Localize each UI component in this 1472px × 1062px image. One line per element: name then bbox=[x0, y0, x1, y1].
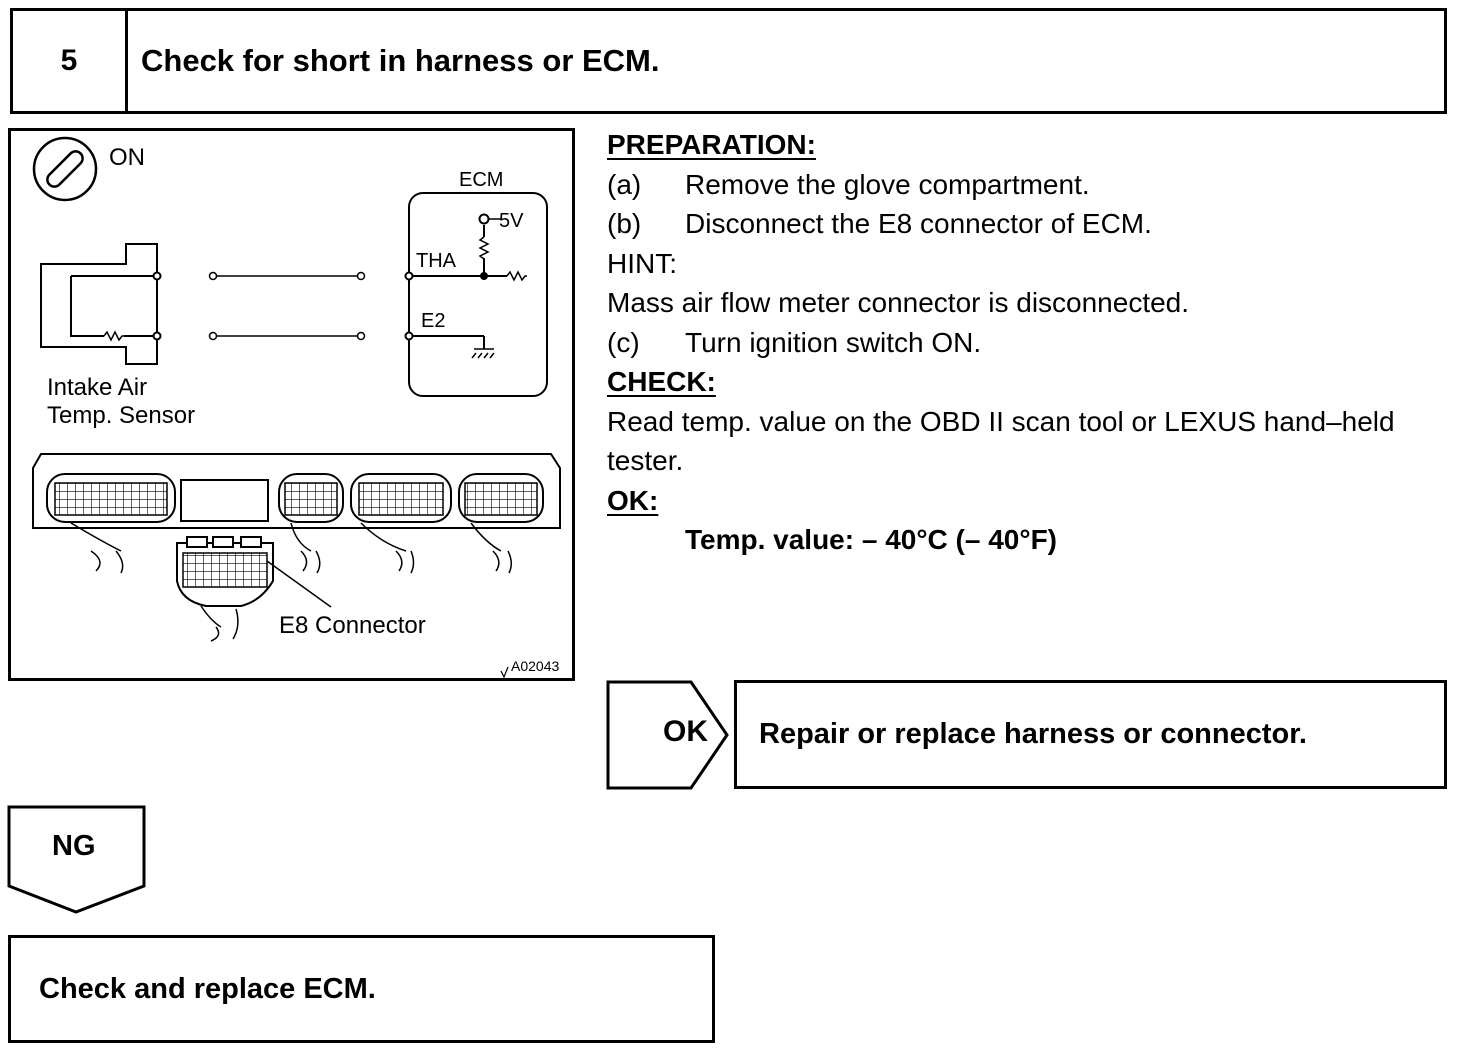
sensor-label-line1: Intake Air bbox=[47, 374, 147, 401]
ignition-key-icon bbox=[32, 136, 98, 202]
step-a-label: (a) bbox=[607, 168, 642, 200]
sensor-label-line2: Temp. Sensor bbox=[47, 402, 195, 429]
wiring-diagram: ON bbox=[8, 128, 575, 681]
preparation-heading: PREPARATION: bbox=[607, 129, 816, 160]
ng-action-text: Check and replace ECM. bbox=[39, 972, 376, 1005]
step-c-text: Turn ignition switch ON. bbox=[685, 326, 982, 358]
ecm-connector-block bbox=[32, 453, 561, 642]
ng-arrow-tag bbox=[7, 805, 146, 914]
check-text: Read temp. value on the OBD II scan tool… bbox=[607, 405, 1395, 477]
check-heading: CHECK: bbox=[607, 366, 716, 397]
ok-arrow-tag bbox=[606, 680, 729, 790]
ok-action-box: Repair or replace harness or connector. bbox=[734, 680, 1447, 789]
ok-heading: OK: bbox=[607, 484, 659, 516]
ignition-on-label: ON bbox=[109, 144, 145, 171]
step-title: Check for short in harness or ECM. bbox=[141, 43, 660, 78]
step-b-text: Disconnect the E8 connector of ECM. bbox=[685, 208, 1152, 239]
intake-air-temp-sensor-symbol bbox=[40, 243, 162, 365]
ng-action-box: Check and replace ECM. bbox=[8, 935, 715, 1043]
step-b: (b) Disconnect the E8 connector of ECM. bbox=[607, 204, 1467, 244]
ecm-circuit-symbol bbox=[404, 192, 548, 397]
figure-id-tick-icon bbox=[500, 666, 509, 678]
tha-label: THA bbox=[416, 250, 457, 272]
ecm-label: ECM bbox=[459, 169, 503, 191]
e2-label: E2 bbox=[421, 310, 445, 332]
step-a: (a) Remove the glove compartment. bbox=[607, 165, 1467, 205]
step-a-text: Remove the glove compartment. bbox=[685, 168, 1090, 200]
ok-spec: Temp. value: – 40°C (– 40°F) bbox=[685, 524, 1057, 555]
ok-tag-label: OK bbox=[663, 715, 708, 748]
hint-heading: HINT: bbox=[607, 247, 677, 279]
connector-label: E8 Connector bbox=[279, 612, 426, 639]
figure-id: A02043 bbox=[511, 658, 559, 674]
hint-text: Mass air flow meter connector is disconn… bbox=[607, 287, 1190, 318]
step-header: 5 Check for short in harness or ECM. bbox=[10, 8, 1447, 114]
step-number: 5 bbox=[13, 11, 128, 111]
voltage-label: 5V bbox=[499, 210, 524, 232]
step-b-label: (b) bbox=[607, 208, 642, 239]
ok-action-text: Repair or replace harness or connector. bbox=[759, 718, 1307, 750]
harness-wires bbox=[208, 271, 366, 341]
ng-tag-label: NG bbox=[52, 830, 96, 862]
step-c: (c) Turn ignition switch ON. bbox=[607, 323, 1467, 363]
step-c-label: (c) bbox=[607, 326, 640, 358]
instructions: PREPARATION: (a) Remove the glove compar… bbox=[607, 125, 1467, 560]
